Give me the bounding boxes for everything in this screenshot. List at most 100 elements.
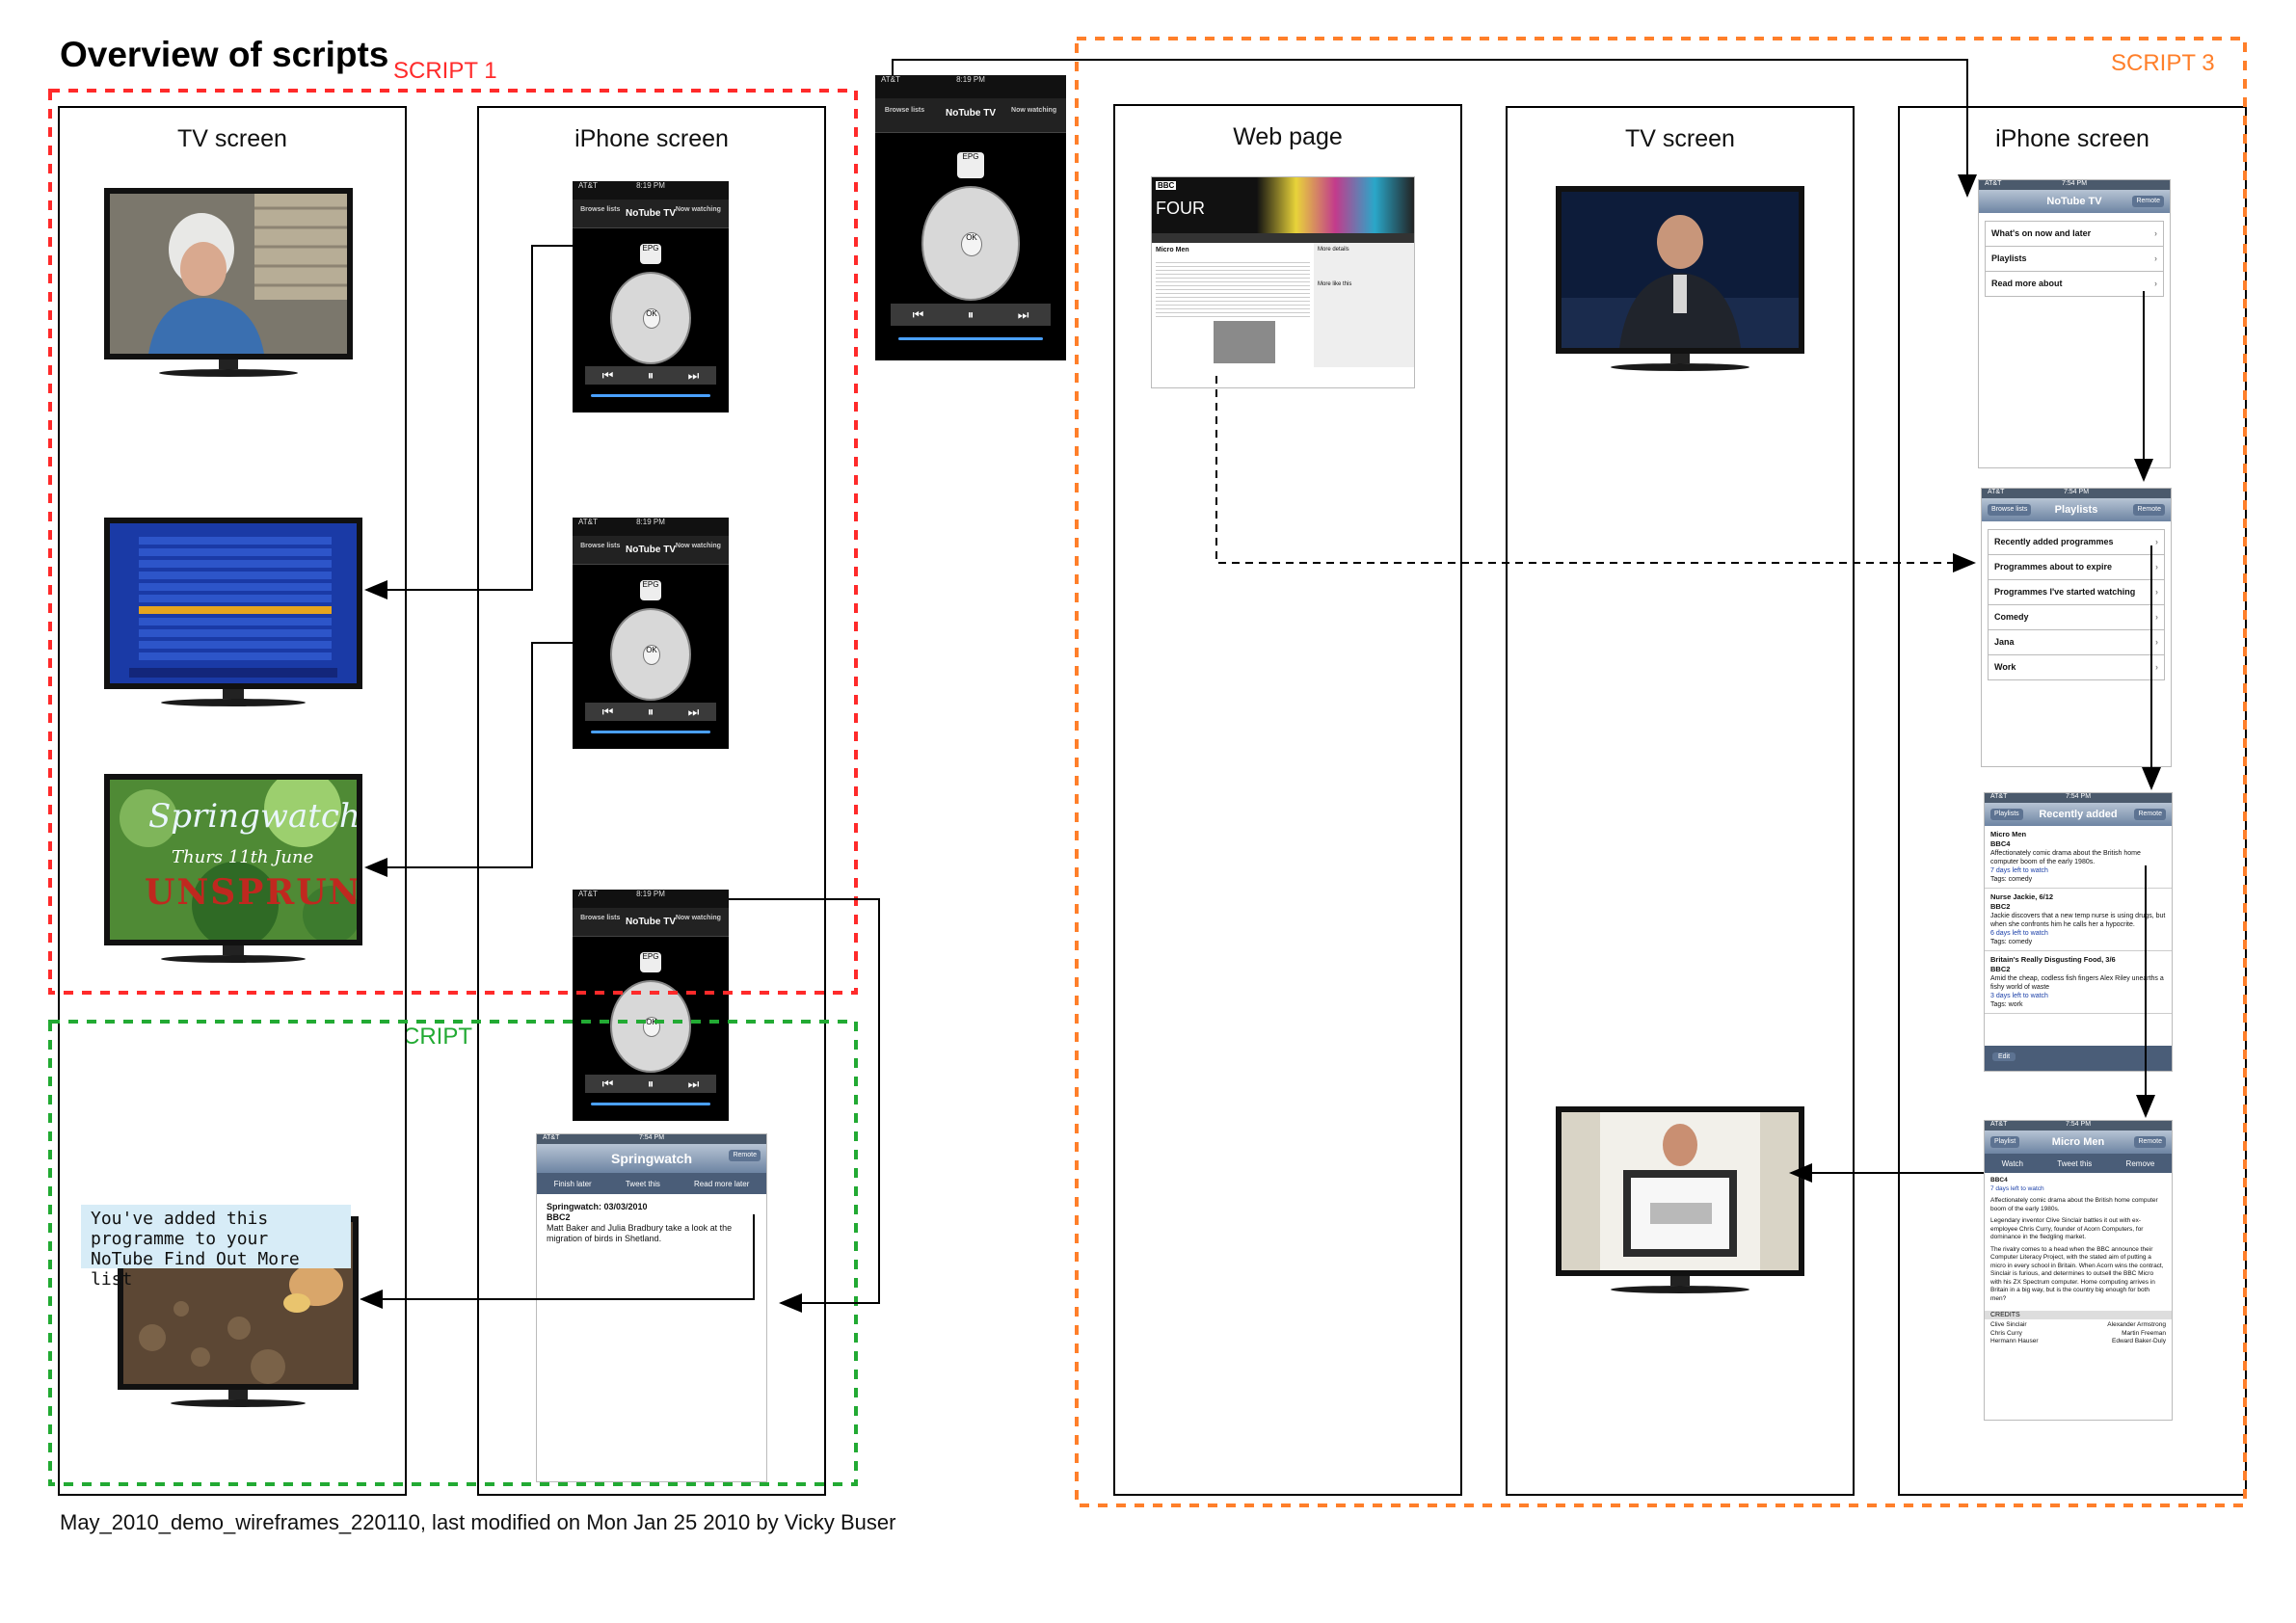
dpad-wheel[interactable]: OK bbox=[921, 186, 1021, 301]
script-3-label: SCRIPT 3 bbox=[2111, 50, 2215, 76]
dpad-wheel[interactable]: OK bbox=[609, 979, 692, 1073]
page-title: Overview of scripts bbox=[60, 35, 389, 74]
tweet-this-tab[interactable]: Tweet this bbox=[2057, 1158, 2093, 1168]
credit-role: Hermann Hauser bbox=[1990, 1338, 2039, 1344]
epg-button[interactable]: EPG bbox=[639, 951, 662, 973]
browse-lists-button[interactable]: Browse lists bbox=[884, 106, 925, 114]
previous-icon[interactable]: ⏮ bbox=[601, 367, 614, 383]
previous-icon[interactable]: ⏮ bbox=[601, 704, 614, 719]
remote-button[interactable]: Remote bbox=[2133, 504, 2165, 516]
browse-lists-button[interactable]: Browse lists bbox=[580, 206, 621, 214]
list-item-playlists[interactable]: Playlists bbox=[1985, 247, 2164, 272]
arrow-remote-to-springwatch bbox=[364, 642, 573, 877]
tweet-this-tab[interactable]: Tweet this bbox=[625, 1179, 660, 1188]
item-desc: Amid the cheap, codless fish fingers Ale… bbox=[1990, 975, 2164, 991]
back-button[interactable]: Playlist bbox=[1990, 1136, 2020, 1148]
script-2-region bbox=[48, 1020, 858, 1486]
remote-button[interactable]: Remote bbox=[2134, 1136, 2166, 1148]
volume-slider[interactable] bbox=[591, 393, 710, 397]
list-item[interactable]: Britain's Really Disgusting Food, 3/6 BB… bbox=[1985, 951, 2172, 1014]
item-days-left: 7 days left to watch bbox=[1990, 867, 2048, 874]
pause-icon[interactable]: ⏸ bbox=[967, 306, 974, 322]
remote-button[interactable]: Remote bbox=[2134, 809, 2166, 820]
status-time: 8:19 PM bbox=[636, 181, 665, 190]
nav-title: Playlists bbox=[2054, 504, 2098, 516]
next-icon[interactable]: ⏭ bbox=[1017, 306, 1029, 322]
programme-heading: Springwatch: 03/03/2010 bbox=[547, 1202, 648, 1211]
remove-tab[interactable]: Remove bbox=[2125, 1158, 2155, 1168]
next-icon[interactable]: ⏭ bbox=[687, 1076, 700, 1091]
dpad-wheel[interactable]: OK bbox=[609, 271, 692, 364]
now-watching-button[interactable]: Now watching bbox=[675, 206, 721, 214]
nav-title: NoTube TV bbox=[625, 544, 677, 555]
remote-button[interactable]: Remote bbox=[729, 1150, 761, 1161]
now-watching-button[interactable]: Now watching bbox=[675, 915, 721, 922]
list-item[interactable]: Nurse Jackie, 6/12 BBC2 Jackie discovers… bbox=[1985, 889, 2172, 951]
ok-button[interactable]: OK bbox=[961, 232, 982, 257]
playlist-item[interactable]: Programmes about to expire bbox=[1988, 555, 2165, 580]
browse-lists-button[interactable]: Browse lists bbox=[580, 543, 621, 550]
status-carrier: AT&T bbox=[543, 1134, 560, 1141]
list-item-read-more[interactable]: Read more about bbox=[1985, 272, 2164, 297]
arrow-remote-to-epg bbox=[364, 245, 573, 599]
credits-header: CREDITS bbox=[1985, 1311, 2172, 1319]
remote-button[interactable]: Remote bbox=[2132, 196, 2164, 207]
list-item[interactable]: Micro Men BBC4 Affectionately comic dram… bbox=[1985, 826, 2172, 889]
pause-icon[interactable]: ⏸ bbox=[647, 704, 654, 719]
back-button[interactable]: Browse lists bbox=[1988, 504, 2032, 516]
column-title: TV screen bbox=[1625, 125, 1735, 152]
playlist-item[interactable]: Work bbox=[1988, 655, 2165, 680]
epg-button[interactable]: EPG bbox=[957, 151, 984, 178]
finish-later-tab[interactable]: Finish later bbox=[553, 1179, 592, 1188]
credit-actor: Alexander Armstrong bbox=[2107, 1321, 2166, 1328]
back-button[interactable]: Playlists bbox=[1990, 809, 2023, 820]
credit-actor: Edward Baker-Duly bbox=[2112, 1338, 2166, 1344]
item-days-left: 3 days left to watch bbox=[1990, 993, 2048, 999]
next-icon[interactable]: ⏭ bbox=[687, 704, 700, 719]
status-carrier: AT&T bbox=[1990, 793, 2008, 800]
pause-icon[interactable]: ⏸ bbox=[647, 367, 654, 383]
ok-button[interactable]: OK bbox=[642, 308, 661, 329]
status-carrier: AT&T bbox=[578, 518, 598, 526]
now-watching-button[interactable]: Now watching bbox=[1011, 106, 1057, 114]
browse-lists-button[interactable]: Browse lists bbox=[580, 915, 621, 922]
column-title: TV screen bbox=[177, 125, 287, 152]
springwatch-logo-text: Springwatch bbox=[148, 797, 360, 836]
nav-title: NoTube TV bbox=[625, 916, 677, 927]
desc-1: Affectionately comic drama about the Bri… bbox=[1990, 1197, 2158, 1212]
read-more-later-tab[interactable]: Read more later bbox=[694, 1179, 750, 1188]
now-watching-button[interactable]: Now watching bbox=[675, 543, 721, 550]
volume-slider[interactable] bbox=[591, 730, 710, 733]
item-tags: Tags: comedy bbox=[1990, 939, 2033, 945]
dpad-wheel[interactable]: OK bbox=[609, 607, 692, 701]
ok-button[interactable]: OK bbox=[642, 645, 661, 665]
next-icon[interactable]: ⏭ bbox=[687, 367, 700, 383]
added-to-list-callout: You've added this programme to your NoTu… bbox=[81, 1205, 351, 1290]
epg-button[interactable]: EPG bbox=[639, 243, 662, 265]
credit-role: Clive Sinclair bbox=[1990, 1321, 2027, 1328]
item-tags: Tags: work bbox=[1990, 1001, 2023, 1008]
playlist-item[interactable]: Comedy bbox=[1988, 605, 2165, 630]
watch-tab[interactable]: Watch bbox=[2001, 1158, 2023, 1168]
list-item-whats-on[interactable]: What's on now and later bbox=[1985, 221, 2164, 247]
volume-slider[interactable] bbox=[897, 337, 1044, 341]
nav-title: NoTube TV bbox=[2046, 196, 2102, 207]
programme-channel: BBC4 bbox=[1990, 1177, 2008, 1184]
pause-icon[interactable]: ⏸ bbox=[647, 1076, 654, 1091]
edit-button[interactable]: Edit bbox=[1992, 1052, 2016, 1061]
epg-button[interactable]: EPG bbox=[639, 579, 662, 601]
previous-icon[interactable]: ⏮ bbox=[601, 1076, 614, 1091]
status-carrier: AT&T bbox=[1985, 180, 2002, 187]
nav-title: Micro Men bbox=[2051, 1136, 2105, 1148]
script-3-region bbox=[1075, 37, 2247, 1507]
previous-icon[interactable]: ⏮ bbox=[912, 306, 924, 322]
volume-slider[interactable] bbox=[591, 1102, 710, 1105]
item-title: Britain's Really Disgusting Food, 3/6 bbox=[1990, 955, 2116, 964]
playlist-item[interactable]: Jana bbox=[1988, 630, 2165, 655]
status-time: 8:19 PM bbox=[636, 890, 665, 898]
